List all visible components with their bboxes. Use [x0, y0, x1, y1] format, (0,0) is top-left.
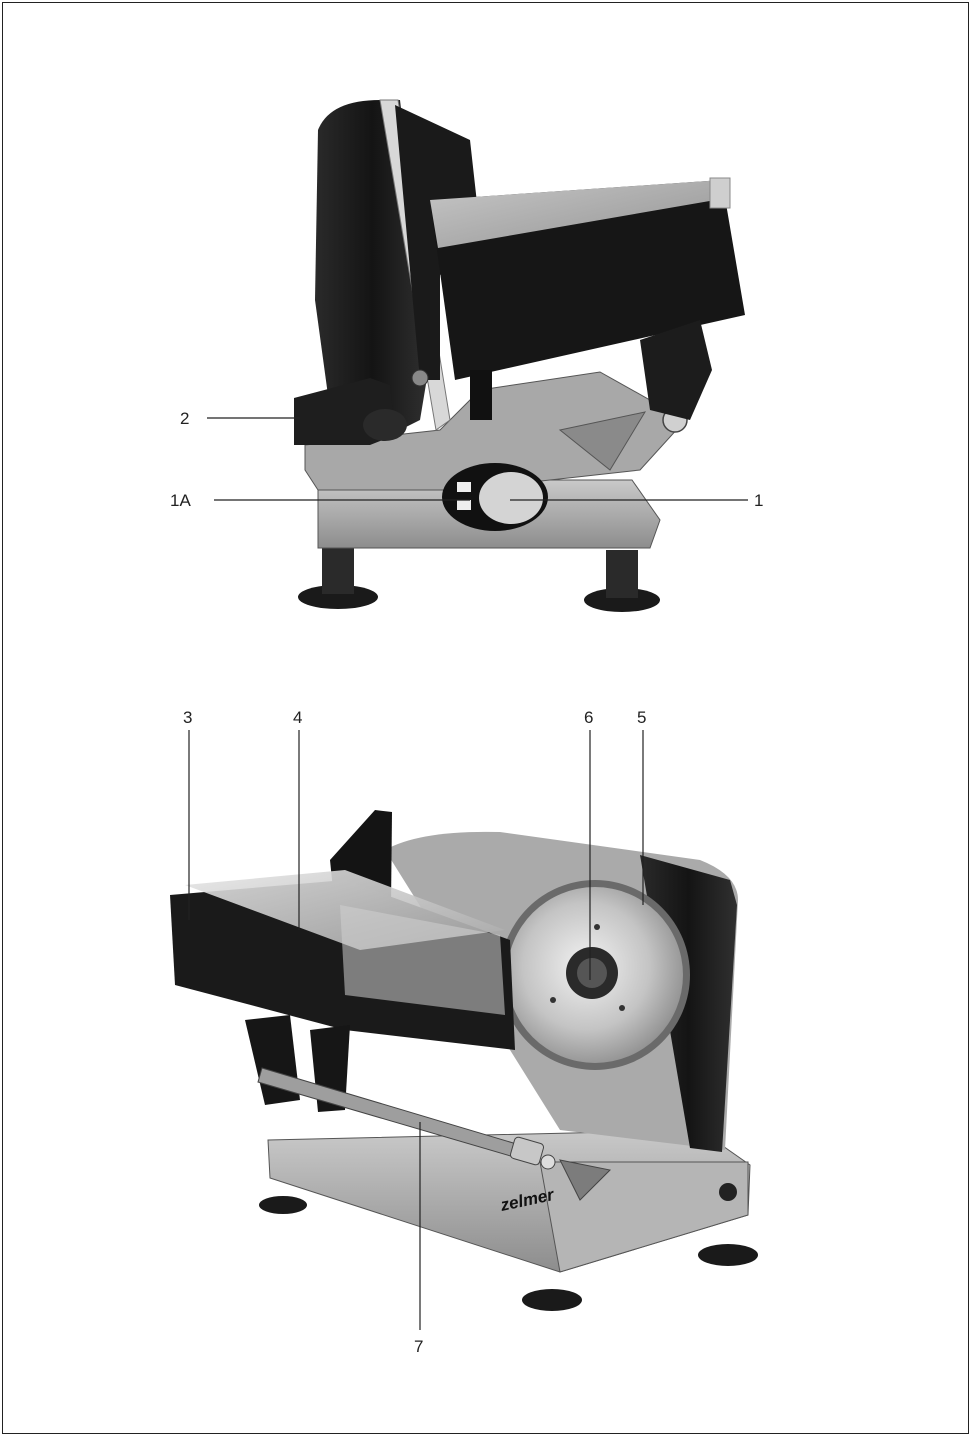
pusher-grid [340, 905, 505, 1015]
carriage-handle [640, 320, 712, 420]
foot-left [298, 585, 378, 609]
on-off-button [479, 472, 543, 524]
top-callouts: 2 1A 1 [170, 409, 763, 510]
callout-6: 6 [584, 708, 593, 727]
foot-right [584, 588, 660, 612]
foot-left-stem [322, 548, 354, 594]
foot-front-right [698, 1244, 758, 1266]
callout-7: 7 [414, 1337, 423, 1356]
blade-screw [594, 924, 600, 930]
tray-transparent-top [430, 180, 727, 248]
callout-4: 4 [293, 708, 302, 727]
bottom-slicer-illustration: zelmer [170, 810, 758, 1311]
callout-1a: 1A [170, 491, 191, 510]
base-front-panel [539, 1161, 749, 1273]
thickness-knob-hub [411, 369, 429, 387]
callout-2: 2 [180, 409, 189, 428]
callout-3: 3 [183, 708, 192, 727]
blade-screw [619, 1005, 625, 1011]
foot-front-left [522, 1289, 582, 1311]
frame-triangle-cutout [558, 411, 647, 471]
carriage-hinge [470, 370, 492, 420]
rod-end-cap [509, 1136, 545, 1166]
side-button [719, 1183, 737, 1201]
bottom-callouts: 3 4 6 5 7 [183, 708, 646, 1356]
top-slicer-illustration [294, 99, 745, 612]
rod-screw [540, 1154, 556, 1170]
tray-end-cap [709, 177, 731, 209]
base-triangle-detail [559, 1159, 612, 1201]
foot-rear-left [259, 1196, 307, 1214]
blade-lock-center [577, 958, 607, 988]
knob-grip [363, 409, 407, 441]
callout-1: 1 [754, 491, 763, 510]
lock-indicator-top [457, 482, 471, 492]
callout-5: 5 [637, 708, 646, 727]
foot-right-stem [606, 550, 638, 598]
blade-screw [550, 997, 556, 1003]
lock-indicator-bottom [457, 500, 471, 510]
